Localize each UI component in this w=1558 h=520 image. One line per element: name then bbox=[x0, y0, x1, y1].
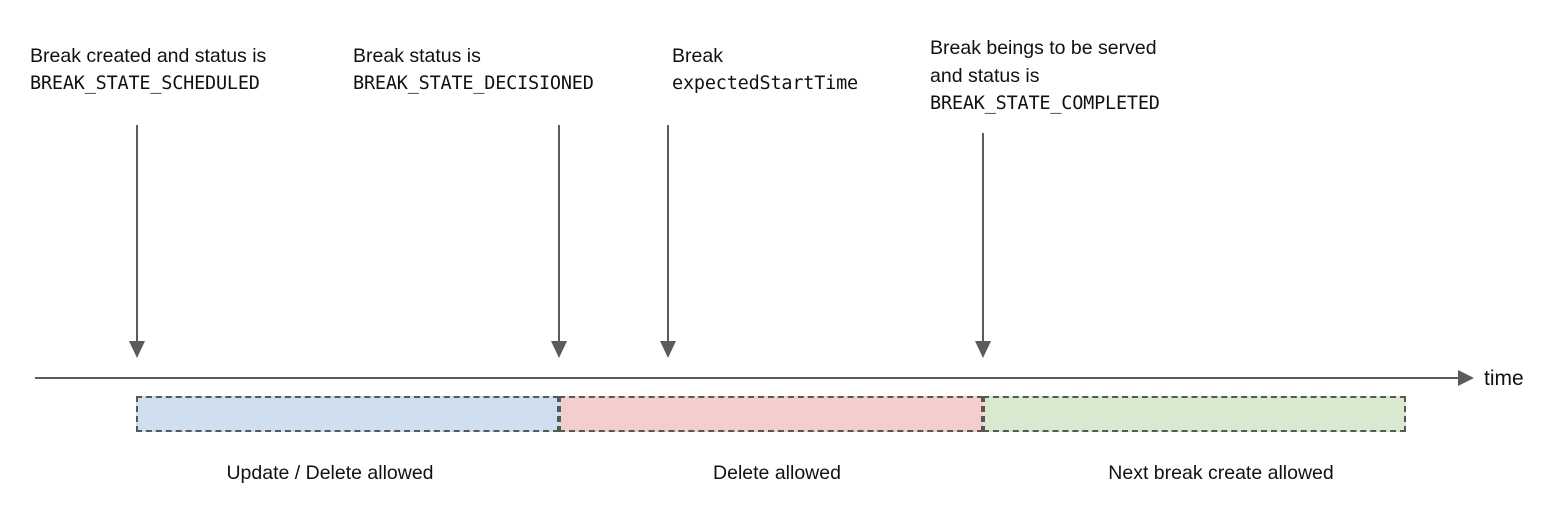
marker-arrow-shaft bbox=[136, 125, 138, 341]
marker-arrow-head bbox=[660, 341, 676, 358]
annotation-decisioned-line-1: Break status is bbox=[353, 45, 481, 67]
phase-bar-delete bbox=[559, 396, 983, 432]
annotation-expected-start-time: Break expectedStartTime bbox=[672, 42, 858, 98]
annotation-expected-start-time-line-1: Break bbox=[672, 45, 723, 67]
annotation-decisioned: Break status is BREAK_STATE_DECISIONED bbox=[353, 42, 594, 98]
marker-arrow-shaft bbox=[982, 133, 984, 341]
phase-bar-update-delete bbox=[136, 396, 559, 432]
phase-bar-next-break-create bbox=[983, 396, 1406, 432]
marker-arrow-expected-start-time bbox=[660, 125, 676, 358]
marker-arrow-head bbox=[975, 341, 991, 358]
annotation-decisioned-line-2: BREAK_STATE_DECISIONED bbox=[353, 73, 594, 94]
annotation-scheduled-line-2: BREAK_STATE_SCHEDULED bbox=[30, 73, 260, 94]
marker-arrow-scheduled bbox=[129, 125, 145, 358]
time-axis-line bbox=[35, 377, 1460, 379]
annotation-scheduled: Break created and status is BREAK_STATE_… bbox=[30, 42, 266, 98]
phase-caption-delete: Delete allowed bbox=[713, 462, 841, 484]
time-axis-label: time bbox=[1484, 367, 1524, 390]
marker-arrow-completed bbox=[975, 133, 991, 358]
annotation-completed: Break beings to be served and status is … bbox=[930, 34, 1160, 118]
marker-arrow-shaft bbox=[558, 125, 560, 341]
annotation-completed-line-1: Break beings to be served bbox=[930, 37, 1157, 59]
phase-caption-update-delete: Update / Delete allowed bbox=[226, 462, 434, 484]
marker-arrow-head bbox=[551, 341, 567, 358]
time-axis-arrow-icon bbox=[1458, 370, 1474, 386]
annotation-completed-line-2: and status is bbox=[930, 65, 1040, 87]
marker-arrow-decisioned bbox=[551, 125, 567, 358]
annotation-scheduled-line-1: Break created and status is bbox=[30, 45, 267, 67]
annotation-expected-start-time-line-2: expectedStartTime bbox=[672, 73, 858, 94]
phase-caption-next-break-create: Next break create allowed bbox=[1108, 462, 1334, 484]
annotation-completed-line-3: BREAK_STATE_COMPLETED bbox=[930, 93, 1160, 114]
marker-arrow-head bbox=[129, 341, 145, 358]
marker-arrow-shaft bbox=[667, 125, 669, 341]
